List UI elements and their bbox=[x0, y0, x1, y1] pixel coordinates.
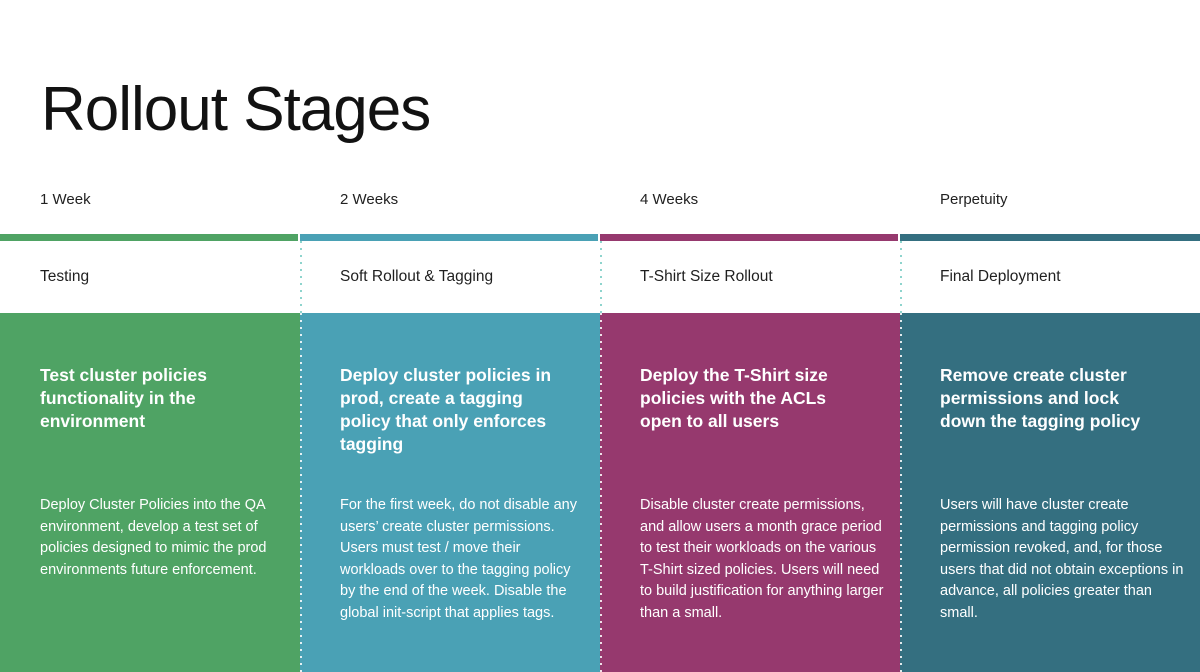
stage-card: Deploy the T-Shirt size policies with th… bbox=[600, 313, 900, 672]
stage-name: Testing bbox=[0, 241, 300, 313]
stage-heading: Test cluster policies functionality in t… bbox=[40, 365, 207, 431]
stage-name: Final Deployment bbox=[900, 241, 1200, 313]
stage-duration-label: Perpetuity bbox=[940, 191, 1008, 208]
stage-card: Deploy cluster policies in prod, create … bbox=[300, 313, 600, 672]
stage-description: Deploy Cluster Policies into the QA envi… bbox=[40, 497, 267, 578]
stage-card: Test cluster policies functionality in t… bbox=[0, 313, 300, 672]
stage-heading: Deploy the T-Shirt size policies with th… bbox=[640, 365, 828, 431]
stage-duration-label: 4 Weeks bbox=[640, 191, 699, 208]
stage-card: Remove create cluster permissions and lo… bbox=[900, 313, 1200, 672]
stage-duration-label: 2 Weeks bbox=[340, 191, 399, 208]
stage-column-soft-rollout: 2 Weeks Soft Rollout & Tagging Deploy cl… bbox=[300, 178, 600, 672]
stage-heading: Remove create cluster permissions and lo… bbox=[940, 365, 1141, 431]
stage-name: T-Shirt Size Rollout bbox=[600, 241, 900, 313]
stage-heading: Deploy cluster policies in prod, create … bbox=[340, 365, 552, 454]
stage-column-tshirt-rollout: 4 Weeks T-Shirt Size Rollout Deploy the … bbox=[600, 178, 900, 672]
stage-column-final-deployment: Perpetuity Final Deployment Remove creat… bbox=[900, 178, 1200, 672]
stage-description: For the first week, do not disable any u… bbox=[340, 497, 577, 621]
slide-title: Rollout Stages bbox=[41, 74, 431, 144]
stage-duration-label: 1 Week bbox=[40, 191, 91, 208]
stage-color-bar bbox=[600, 234, 898, 241]
stage-color-bar bbox=[0, 234, 298, 241]
stage-name: Soft Rollout & Tagging bbox=[300, 241, 600, 313]
stage-column-testing: 1 Week Testing Test cluster policies fun… bbox=[0, 178, 300, 672]
rollout-stage-grid: 1 Week Testing Test cluster policies fun… bbox=[0, 178, 1200, 672]
stage-description: Disable cluster create permissions, and … bbox=[640, 497, 884, 621]
stage-description: Users will have cluster create permissio… bbox=[940, 497, 1184, 621]
stage-color-bar bbox=[300, 234, 598, 241]
stage-color-bar bbox=[900, 234, 1200, 241]
